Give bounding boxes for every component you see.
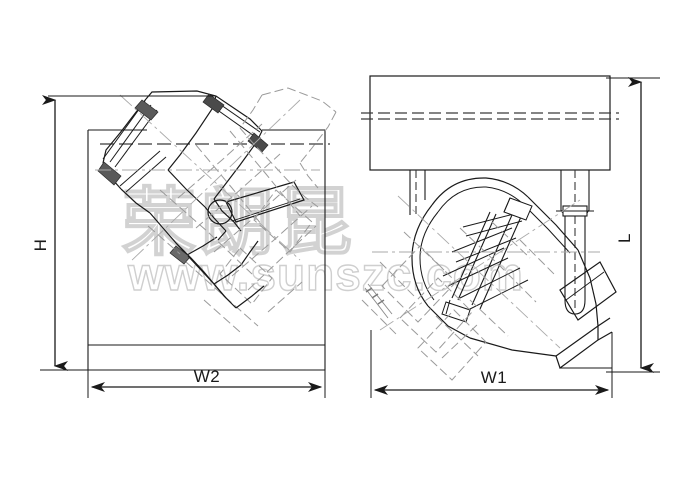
right-view-discharge-chute	[559, 261, 617, 321]
dimension-H: H	[31, 95, 215, 371]
left-view-phantom-hopper	[219, 189, 313, 305]
left-view-axis-lines	[95, 94, 320, 263]
left-view-group	[48, 87, 337, 371]
right-view-top-housing	[369, 75, 611, 171]
right-view-blade-clamp-top	[503, 197, 533, 221]
right-view-phantom-drum	[361, 221, 557, 381]
dimension-W1-label: W1	[481, 368, 508, 387]
left-view-phantom-drum	[147, 87, 337, 333]
left-view-endplate-blocks	[97, 93, 269, 265]
right-view-hatch-detail	[364, 283, 393, 319]
dimension-L: L	[606, 77, 660, 373]
dimension-W1: W1	[370, 330, 613, 398]
dimension-L-label: L	[615, 233, 634, 243]
right-view-group	[361, 75, 619, 381]
right-view-housing-centerline	[361, 112, 619, 120]
dimension-W2: W2	[87, 346, 326, 398]
right-view-axis-lines	[372, 195, 600, 349]
left-view-drum-outline	[102, 90, 263, 285]
right-view-left-hanger	[409, 170, 426, 215]
dimension-W2-label: W2	[194, 367, 221, 386]
left-view-discharge-cone	[187, 255, 265, 309]
watermark-cjk-text: 荣朗昆	[122, 180, 356, 266]
right-view-drum-outline	[411, 177, 613, 369]
left-view-frame	[87, 129, 326, 371]
left-view-flange-straps	[102, 97, 261, 193]
dimension-H-label: H	[31, 239, 50, 252]
watermark-group: 荣朗昆 www.sunszc.com	[121, 179, 523, 301]
